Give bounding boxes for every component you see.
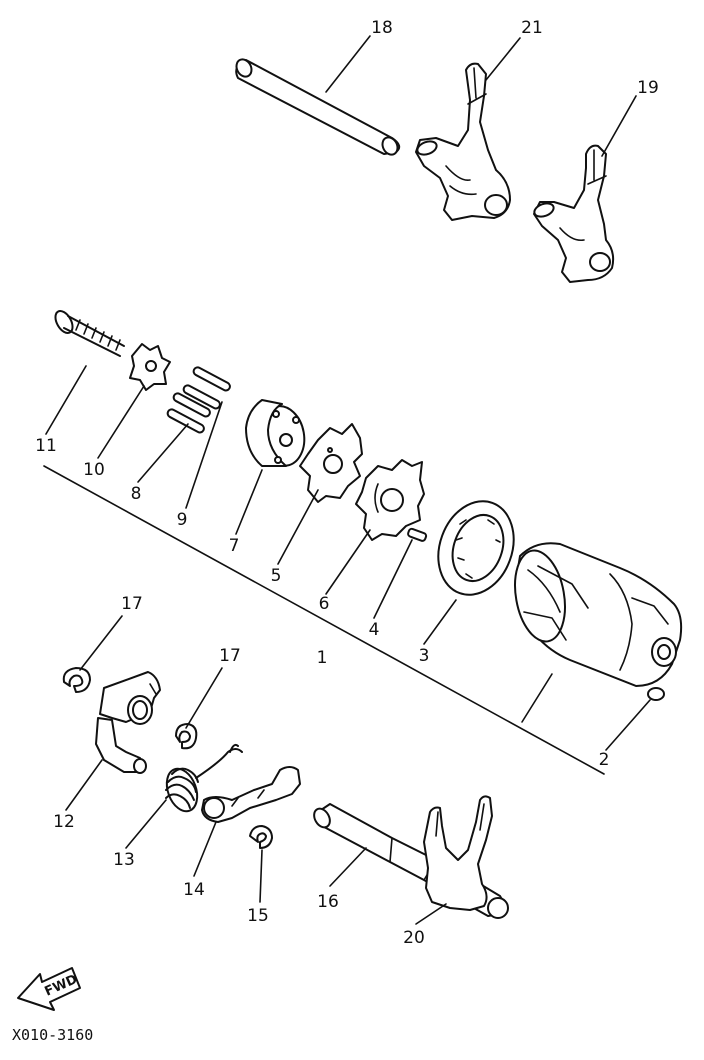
callout-11: 11 [35,436,57,456]
drum-pins-9 [182,366,231,410]
shift-plate-14 [201,766,301,823]
shift-fork-19 [533,144,615,283]
callout-1: 1 [317,648,328,668]
shift-drum-1 [514,542,683,687]
callout-17-upper: 17 [121,594,143,614]
e-clip-15 [249,825,273,849]
shift-fork-guide-bar [235,58,401,156]
segment-plate-10 [129,343,171,391]
drawing-code: X010-3160 [12,1026,93,1044]
callout-21: 21 [521,18,543,38]
callout-10: 10 [83,460,105,480]
callout-20: 20 [403,928,425,948]
callout-5: 5 [271,566,282,586]
dowel-pin-4 [407,527,428,542]
return-spring-13 [165,743,243,813]
callout-6: 6 [319,594,330,614]
callout-2: 2 [599,750,610,770]
callout-17-lower: 17 [219,646,241,666]
cam-plate-6 [355,459,425,541]
callout-12: 12 [53,812,75,832]
pin-holder-7 [245,399,306,467]
callout-19: 19 [637,78,659,98]
callout-13: 13 [113,850,135,870]
shift-arm-12 [95,671,161,774]
callout-14: 14 [183,880,205,900]
shift-fork-21 [415,62,511,221]
bearing-3 [437,500,515,596]
callout-9: 9 [177,510,188,530]
forward-direction-arrow: FWD [17,967,81,1011]
leader-lines [45,35,651,925]
shift-fork-20 [423,795,509,919]
callout-15: 15 [247,906,269,926]
callout-7: 7 [229,536,240,556]
callout-16: 16 [317,892,339,912]
callout-8: 8 [131,484,142,504]
drum-screw-11 [54,310,125,357]
callout-3: 3 [419,646,430,666]
drum-pins-8 [166,392,211,434]
assembly-baseline [43,465,605,775]
callout-18: 18 [371,18,393,38]
circlip-17a [62,667,91,693]
stopper-plate-5 [299,423,363,503]
callout-labels: 18 21 19 11 10 8 9 7 5 6 4 1 3 2 17 17 1… [35,18,659,948]
callout-4: 4 [369,620,380,640]
pin-2 [647,687,665,701]
